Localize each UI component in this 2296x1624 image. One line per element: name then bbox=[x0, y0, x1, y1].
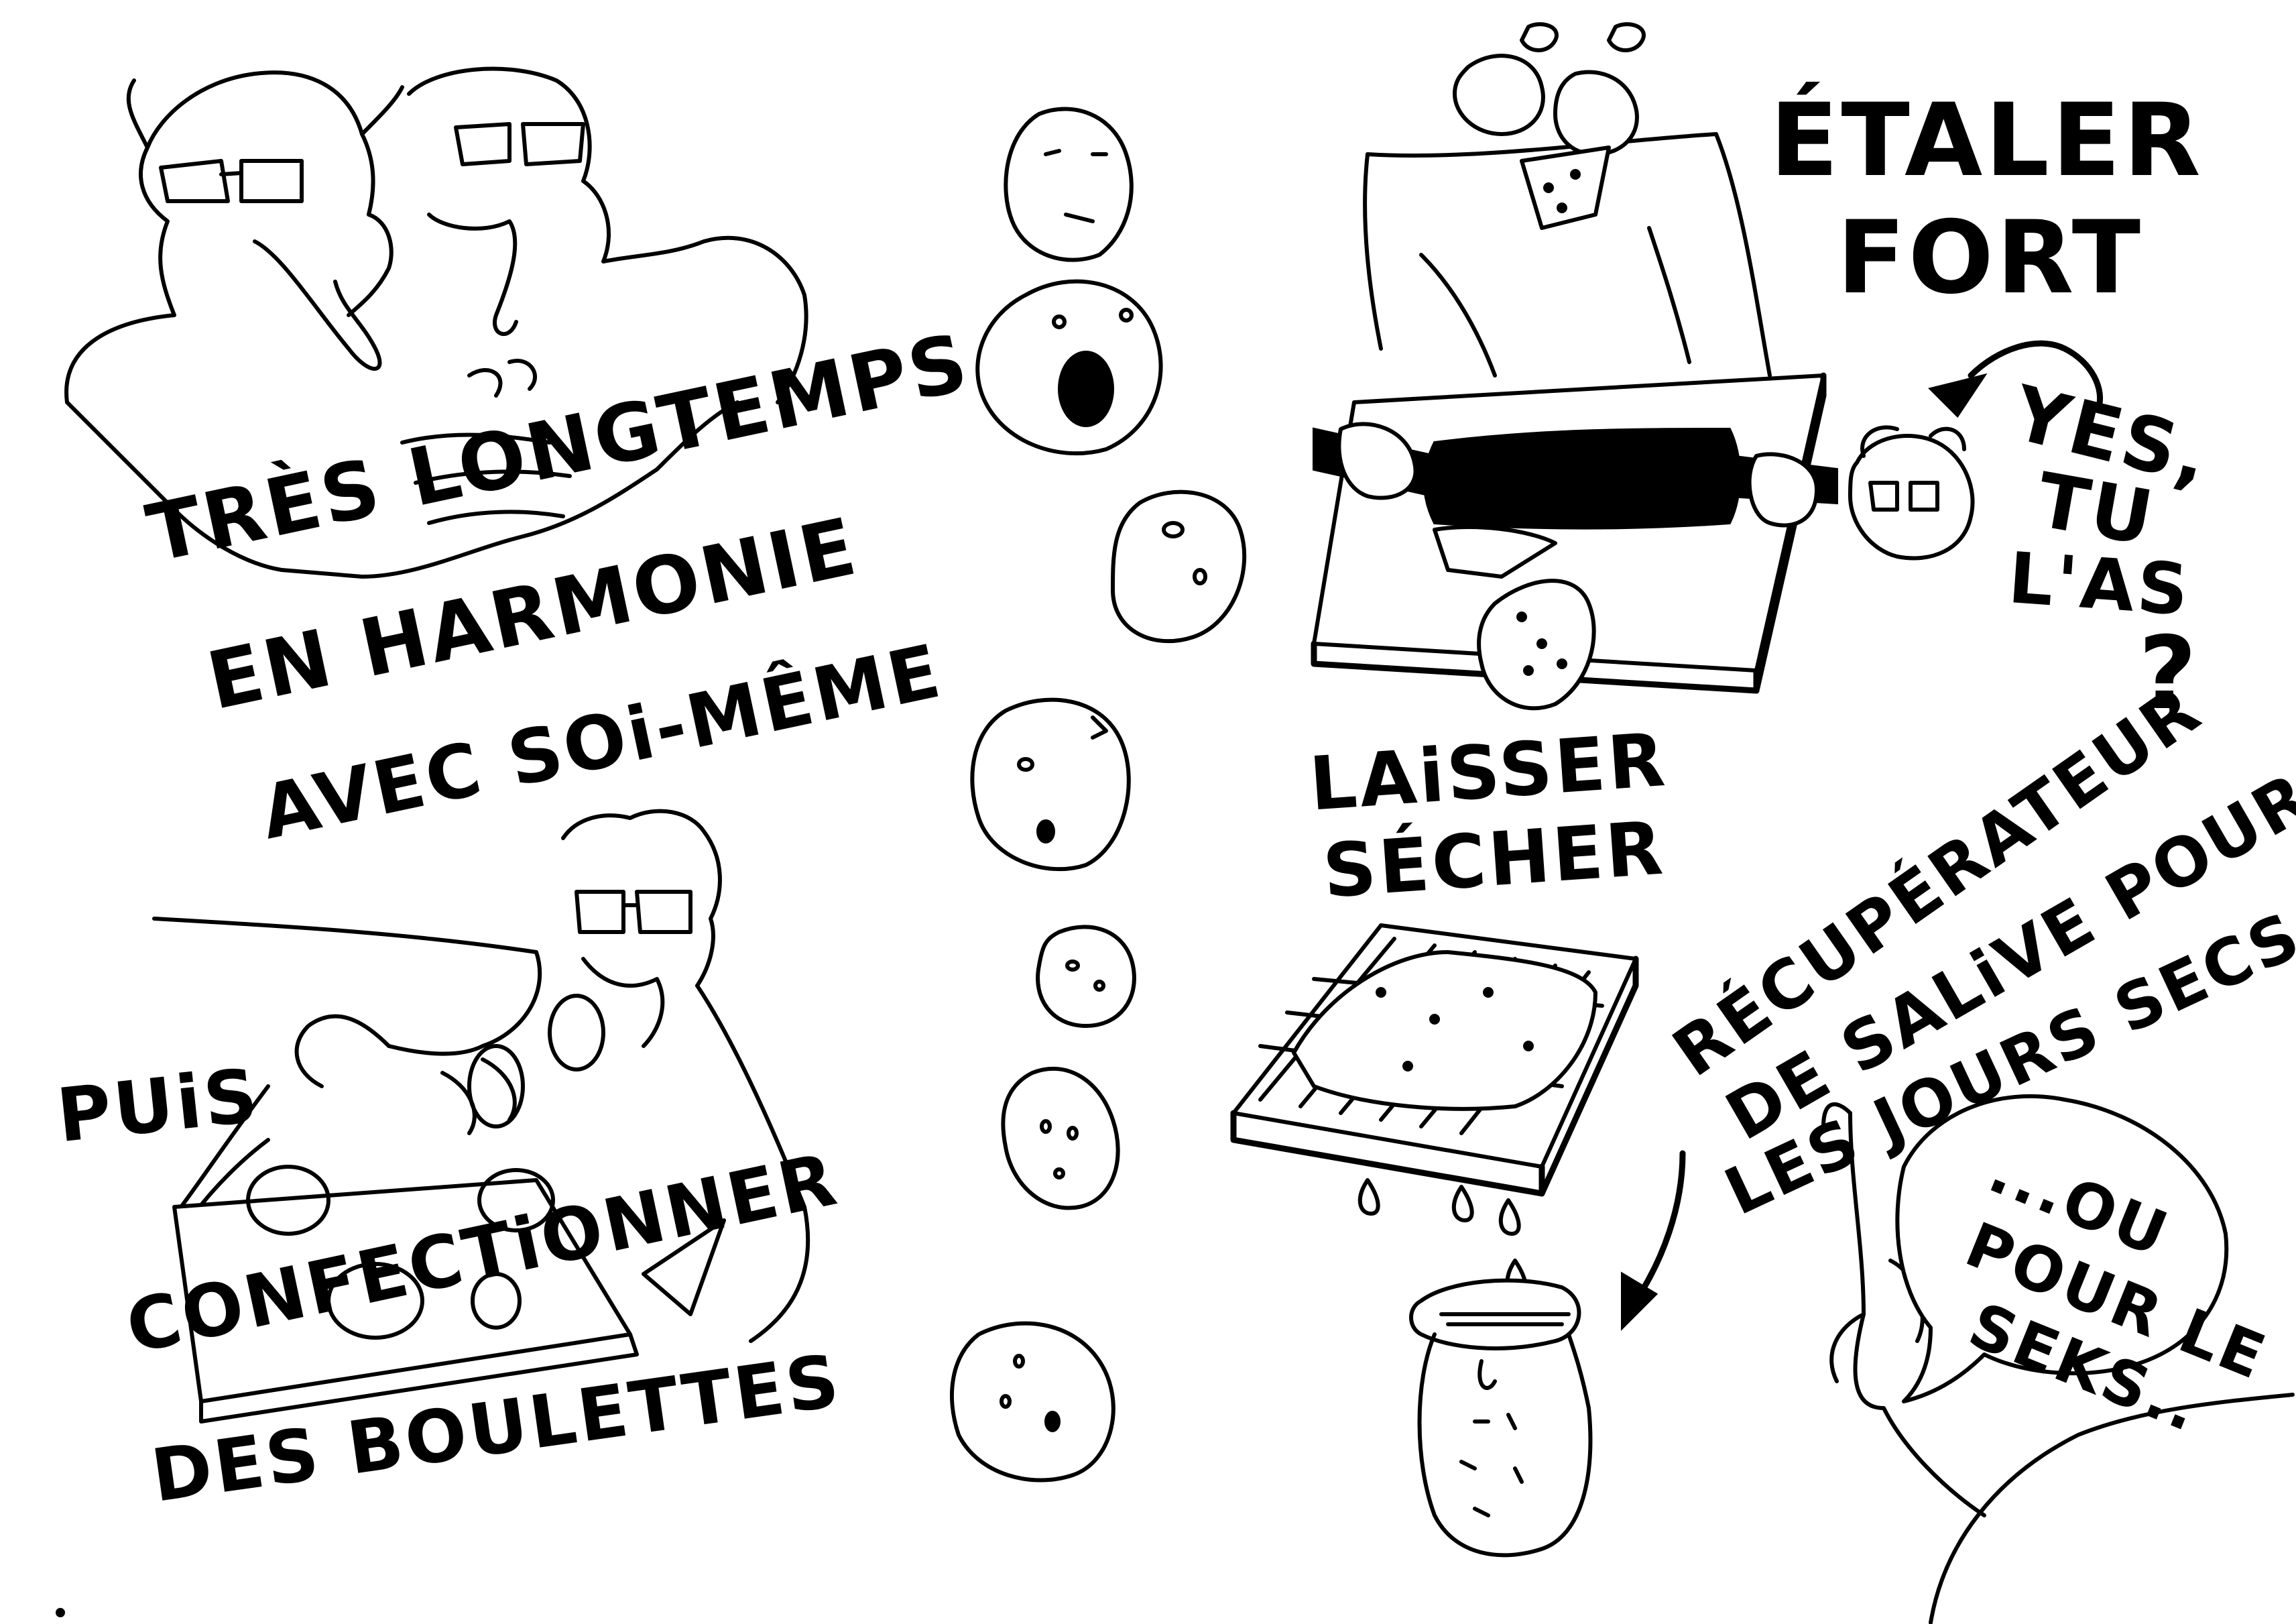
blob-column-drawing bbox=[950, 107, 1247, 1483]
caption-las: L'AS bbox=[2006, 537, 2193, 632]
drying-tray-drawing bbox=[1230, 923, 1686, 1558]
caption-etaler: ÉTALER bbox=[1770, 82, 2203, 199]
caption-question-mark: ? bbox=[2138, 616, 2200, 732]
dough-balls-drawing bbox=[152, 809, 810, 1424]
hugging-figures-drawing bbox=[64, 66, 808, 579]
pointing-hand-drawing bbox=[1821, 1094, 2295, 1624]
rolling-pin-drawing bbox=[1311, 22, 2104, 711]
caption-secher: SÉCHER bbox=[1320, 805, 1669, 915]
caption-fort: FORT bbox=[1837, 200, 2144, 316]
ink-dot bbox=[56, 1608, 65, 1617]
caption-puis: PUiS bbox=[53, 1052, 264, 1159]
